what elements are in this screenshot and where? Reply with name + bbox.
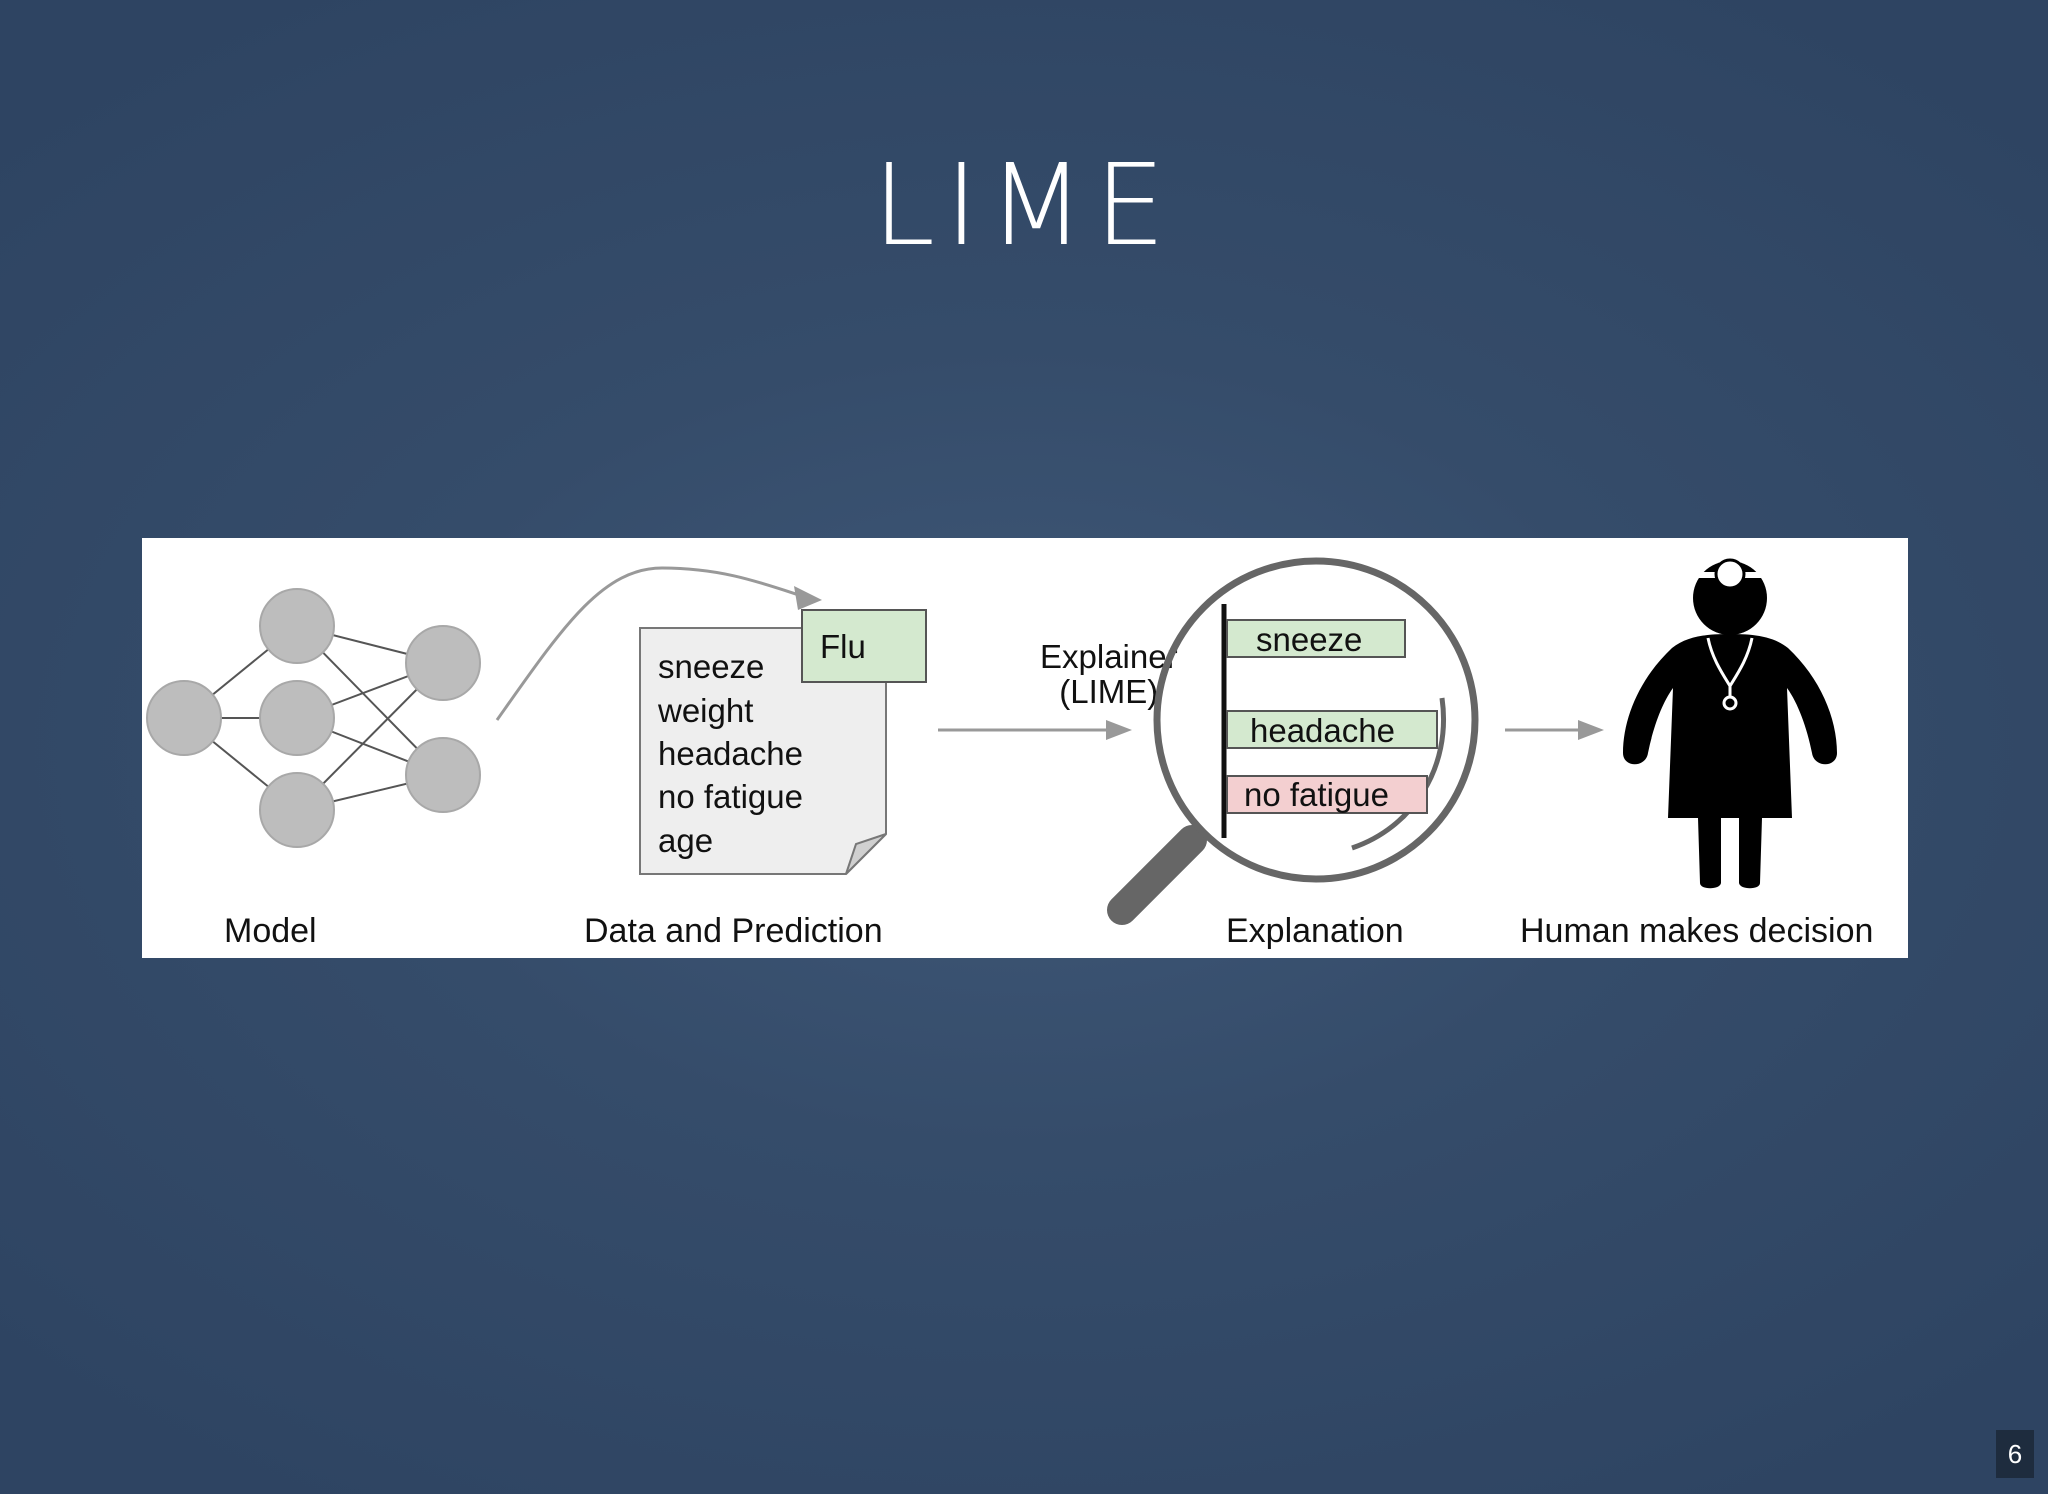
lime-diagram: Model sneeze weight headache no fatigue … [142,538,1908,958]
curved-arrow-icon [495,566,822,721]
explanation-bar [1226,619,1406,658]
explanation-chart: sneeze headache no fatigue [1221,604,1438,838]
doctor-icon [1623,558,1837,889]
network-node [146,680,222,756]
explanation-bar-label: no fatigue [1244,776,1389,813]
explanation-bar-label: headache [1250,712,1395,749]
feature-item: weight [657,692,753,729]
explainer-label: Explainer [1040,638,1178,675]
feature-item: age [658,822,713,859]
network-node [405,625,481,701]
neural-network-icon [146,588,481,848]
feature-item: headache [658,735,803,772]
page-number: 6 [1996,1430,2034,1478]
prediction-box: Flu [801,609,927,683]
network-node [259,772,335,848]
feature-item: no fatigue [658,778,803,815]
arrow-icon [938,720,1132,740]
network-node [259,680,335,756]
feature-list: sneeze weight headache no fatigue age [657,648,803,859]
data-prediction-label: Data and Prediction [584,912,883,950]
prediction-label: Flu [820,628,866,665]
explanation-bar [1226,710,1438,749]
slide-title: LIME [872,141,1176,271]
explainer-label-sub: (LIME) [1059,673,1158,710]
network-node [259,588,335,664]
human-label: Human makes decision [1520,912,1873,950]
explanation-bar-label: sneeze [1256,621,1362,658]
network-node [405,737,481,813]
arrow-icon [1505,720,1604,740]
explanation-label: Explanation [1226,912,1404,950]
explanation-bar [1226,775,1428,814]
model-label: Model [224,912,317,950]
feature-item: sneeze [658,648,764,685]
